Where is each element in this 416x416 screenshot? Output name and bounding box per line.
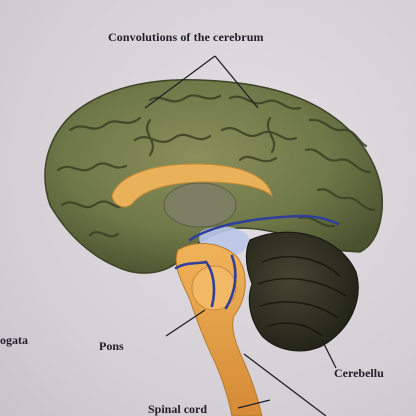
label-cerebellum: Cerebellu [334, 366, 384, 380]
cerebellum [245, 231, 359, 352]
label-convolutions: Convolutions of the cerebrum [108, 30, 264, 44]
label-pons: Pons [99, 339, 124, 353]
cerebellum-folia [257, 256, 347, 337]
thalamus [163, 182, 237, 228]
corpus-callosum [111, 163, 273, 208]
cerebral-convolutions [56, 94, 376, 238]
blood-vessels [174, 214, 340, 310]
label-spinal-cord: Spinal cord [148, 402, 208, 416]
label-oblongata: ogata [0, 333, 28, 347]
leader-lines [144, 55, 337, 416]
